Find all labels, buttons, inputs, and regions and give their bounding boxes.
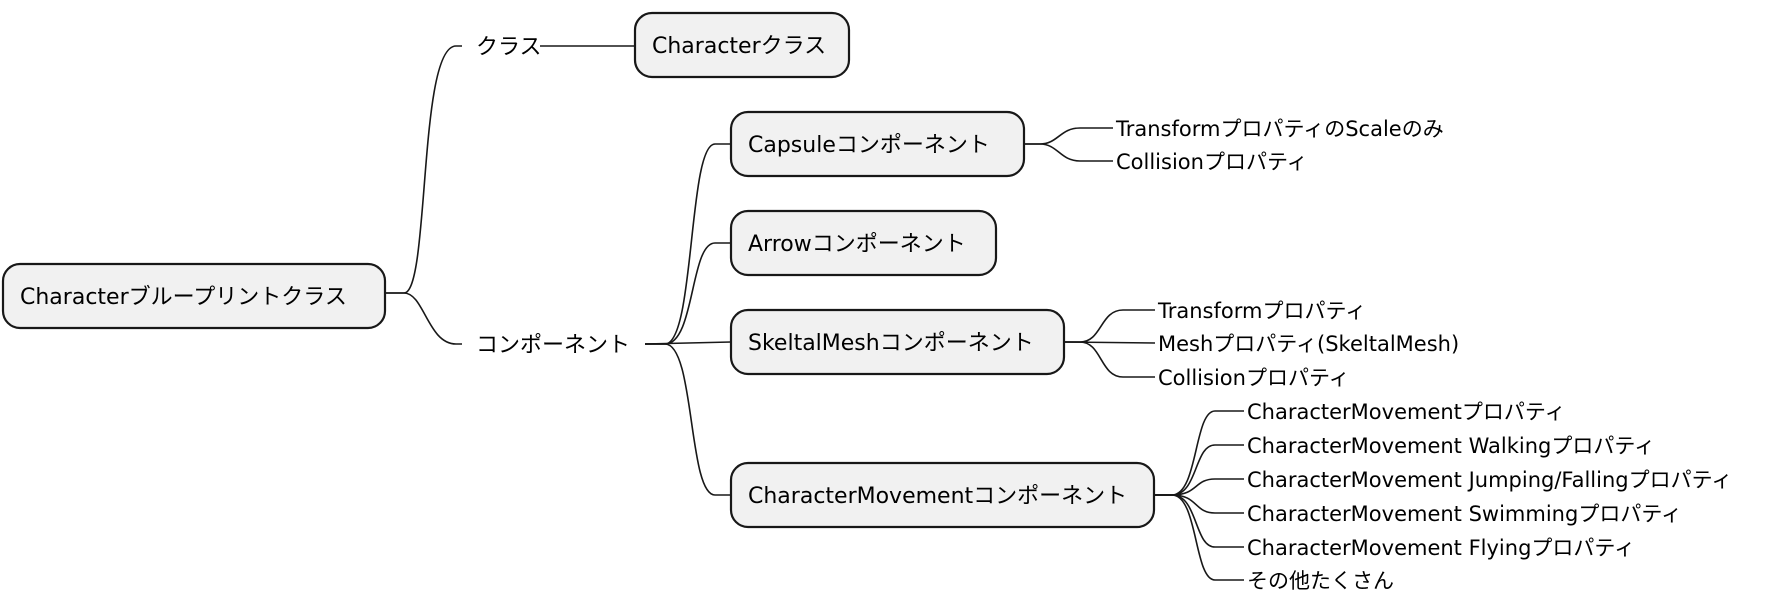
connectors — [385, 45, 1244, 581]
node-capsule-label: Capsuleコンポーネント — [748, 133, 990, 158]
movement-prop-6: その他たくさん — [1247, 569, 1394, 593]
root-node-box — [1, 262, 387, 330]
node-character-class: Characterクラス — [633, 11, 851, 79]
capsule-prop-1: TransformプロパティのScaleのみ — [1115, 117, 1444, 141]
movement-prop-2: CharacterMovement Walkingプロパティ — [1247, 434, 1655, 458]
node-character-class-box — [633, 11, 851, 79]
edge-movement-prop-1 — [1154, 410, 1244, 496]
edge-movement-prop-6 — [1154, 494, 1244, 581]
edge-components-arrow — [645, 242, 731, 345]
node-arrow-label: Arrowコンポーネント — [748, 232, 966, 257]
edge-root-class — [385, 45, 462, 294]
edge-skeletal-prop-3 — [1064, 341, 1155, 378]
movement-prop-5: CharacterMovement Flyingプロパティ — [1247, 536, 1635, 560]
node-arrow-box — [729, 209, 998, 277]
node-movement-label: CharacterMovementコンポーネント — [748, 484, 1127, 509]
capsule-props: TransformプロパティのScaleのみ Collisionプロパティ — [1115, 117, 1444, 174]
root-node-label: Characterブループリントクラス — [20, 285, 347, 310]
node-movement-box — [729, 461, 1156, 529]
capsule-prop-2: Collisionプロパティ — [1116, 150, 1308, 174]
edge-movement-prop-5 — [1154, 494, 1244, 548]
branch-label-components: コンポーネント — [476, 333, 630, 358]
edge-components-movement — [645, 343, 731, 496]
node-arrow: Arrowコンポーネント — [729, 209, 998, 277]
edge-capsule-prop-1 — [1024, 127, 1113, 145]
skeletal-props: Transformプロパティ Meshプロパティ(SkeltalMesh) Co… — [1157, 299, 1459, 390]
node-character-class-label: Characterクラス — [652, 34, 826, 59]
node-skeletal-label: SkeltalMeshコンポーネント — [748, 331, 1034, 356]
edge-skeletal-prop-1 — [1064, 309, 1155, 343]
skeletal-prop-1: Transformプロパティ — [1157, 299, 1366, 323]
node-capsule-box — [729, 110, 1026, 178]
node-skeletal: SkeltalMeshコンポーネント — [729, 308, 1066, 376]
movement-prop-1: CharacterMovementプロパティ — [1247, 400, 1566, 424]
movement-prop-3: CharacterMovement Jumping/Fallingプロパティ — [1247, 468, 1732, 492]
movement-props: CharacterMovementプロパティ CharacterMovement… — [1247, 400, 1732, 593]
node-capsule: Capsuleコンポーネント — [729, 110, 1026, 178]
edge-components-capsule — [645, 143, 731, 345]
movement-prop-4: CharacterMovement Swimmingプロパティ — [1247, 502, 1682, 526]
edge-capsule-prop-2 — [1024, 143, 1113, 162]
skeletal-prop-3: Collisionプロパティ — [1158, 366, 1350, 390]
skeletal-prop-2: Meshプロパティ(SkeltalMesh) — [1158, 332, 1459, 356]
node-movement: CharacterMovementコンポーネント — [729, 461, 1156, 529]
edge-movement-prop-3 — [1154, 478, 1244, 496]
root-node: Characterブループリントクラス — [1, 262, 387, 330]
edge-movement-prop-2 — [1154, 444, 1244, 496]
edge-root-components — [385, 292, 462, 345]
edge-movement-prop-4 — [1154, 494, 1244, 514]
branch-label-class: クラス — [476, 35, 542, 60]
node-skeletal-box — [729, 308, 1066, 376]
